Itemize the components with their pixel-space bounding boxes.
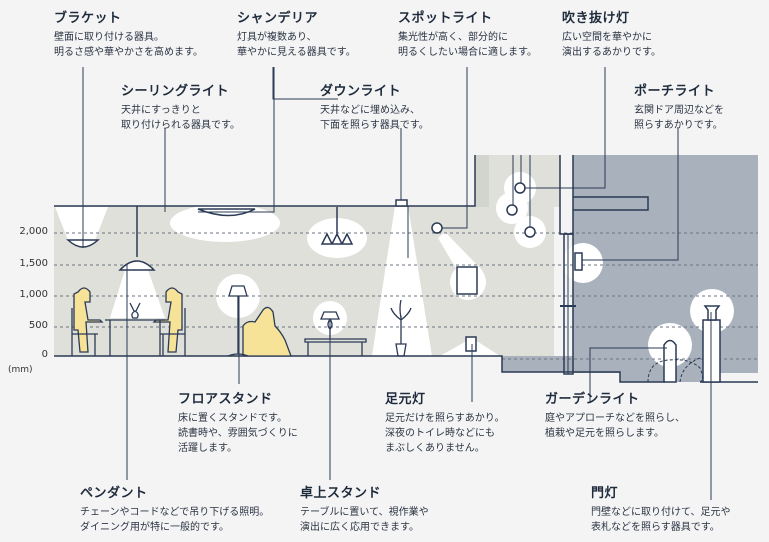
axis-unit: (mm) — [8, 365, 33, 375]
label-spotlight: スポットライト 集光性が高く、部分的に 明るくしたい場合に適します。 — [398, 11, 537, 60]
label-downlight: ダウンライト 天井などに埋め込み、 下面を照らす器具です。 — [320, 84, 429, 133]
label-ceiling: シーリングライト 天井にすっきりと 取り付けられる器具です。 — [121, 84, 240, 133]
atrium-pendant-2 — [506, 204, 518, 216]
porch-light-fixture — [574, 252, 583, 271]
label-atrium: 吹き抜け灯 広い空間を華やかに 演出するあかりです。 — [562, 11, 661, 60]
wall-outline — [559, 155, 574, 235]
person-right — [152, 287, 183, 353]
floor-stand-lamp — [227, 285, 249, 357]
dining-table — [105, 319, 165, 356]
potted-plant — [390, 299, 412, 357]
chair-left — [71, 308, 98, 356]
label-table-stand: 卓上スタンド テーブルに置いて、視作業や 演出に広く応用できます。 — [300, 486, 429, 535]
picture-frame — [456, 266, 478, 295]
label-desc: 壁面に取り付ける器具。 明るさ感や華やかさを高めます。 — [54, 32, 203, 58]
label-title: ガーデンライト — [545, 392, 640, 407]
ceiling-line — [54, 155, 476, 207]
atrium-pendant-3 — [524, 226, 536, 238]
label-desc: 足元だけを照らすあかり。 深夜のトイレ時などにも まぶしくありません。 — [385, 413, 505, 454]
label-title: 卓上スタンド — [300, 486, 382, 501]
label-title: フロアスタンド — [178, 392, 273, 407]
bracket-light-cone — [55, 207, 108, 240]
label-title: 門灯 — [591, 486, 619, 501]
label-title: シャンデリア — [237, 11, 319, 26]
label-title: ポーチライト — [634, 84, 716, 99]
label-floor-stand: フロアスタンド 床に置くスタンドです。 読書時や、雰囲気づくりに 活躍します。 — [178, 392, 298, 456]
label-desc: チェーンやコードなどで吊り下げる照明。 ダイニング用が特に一般的です。 — [80, 507, 270, 533]
atrium-pendant-1 — [514, 182, 526, 194]
footlight-fixture — [465, 336, 477, 352]
interior-upper-shade — [475, 155, 489, 207]
flower-vase — [129, 302, 141, 319]
label-bracket: ブラケット 壁面に取り付ける器具。 明るさ感や華やかさを高めます。 — [54, 11, 203, 60]
axis-tick-1000: 1,000 — [19, 289, 48, 300]
label-desc: 庭やアプローチなどを照らし、 植栽や足元を照らします。 — [545, 413, 685, 439]
label-desc: 床に置くスタンドです。 読書時や、雰囲気づくりに 活躍します。 — [178, 413, 298, 454]
spotlight-fixture — [431, 222, 443, 234]
label-porch: ポーチライト 玄関ドア周辺などを 照らすあかりです。 — [634, 84, 724, 133]
label-title: ペンダント — [80, 486, 148, 501]
label-desc: 門壁などに取り付けて、足元や 表札などを照らす器具です。 — [591, 507, 731, 533]
label-desc: 灯具が複数あり、 華やかに見える器具です。 — [237, 32, 356, 58]
chair-right — [160, 308, 186, 356]
side-table — [304, 338, 367, 356]
axis-tick-1500: 1,500 — [19, 258, 48, 269]
garden-shrubs — [647, 357, 703, 383]
label-title: シーリングライト — [121, 84, 230, 99]
label-desc: 天井にすっきりと 取り付けられる器具です。 — [121, 105, 240, 131]
downlight-cone — [372, 206, 432, 356]
axis-tick-0: 0 — [41, 349, 48, 360]
pendant-fixture — [118, 260, 156, 271]
wall-beam — [573, 196, 649, 211]
label-title: 足元灯 — [385, 392, 426, 407]
label-desc: 天井などに埋め込み、 下面を照らす器具です。 — [320, 105, 429, 131]
label-desc: 玄関ドア周辺などを 照らすあかりです。 — [634, 105, 724, 131]
label-garden: ガーデンライト 庭やアプローチなどを照らし、 植栽や足元を照らします。 — [545, 392, 685, 441]
garden-light-fixture — [663, 339, 677, 383]
label-pendant: ペンダント チェーンやコードなどで吊り下げる照明。 ダイニング用が特に一般的です… — [80, 486, 269, 535]
label-desc: 広い空間を華やかに 演出するあかりです。 — [562, 32, 661, 58]
axis-tick-2000: 2,000 — [19, 226, 48, 237]
label-gate: 門灯 門壁などに取り付けて、足元や 表札などを照らす器具です。 — [591, 486, 731, 535]
height-gridlines — [54, 232, 758, 360]
person-reading — [242, 306, 292, 357]
porch-glow — [563, 243, 603, 283]
gate-light-fixture — [703, 305, 721, 321]
exterior-step-1 — [502, 356, 642, 372]
label-title: 吹き抜け灯 — [562, 11, 630, 26]
label-desc: テーブルに置いて、視作業や 演出に広く応用できます。 — [300, 507, 429, 533]
label-desc: 集光性が高く、部分的に 明るくしたい場合に適します。 — [398, 32, 537, 58]
label-title: スポットライト — [398, 11, 493, 26]
downlight-fixture — [395, 199, 408, 207]
axis-tick-500: 500 — [28, 320, 48, 331]
label-title: ブラケット — [54, 11, 122, 26]
label-chandelier: シャンデリア 灯具が複数あり、 華やかに見える器具です。 — [237, 11, 356, 60]
pendant-light-cone — [110, 270, 165, 318]
person-left — [73, 287, 104, 353]
label-title: ダウンライト — [320, 84, 402, 99]
chandelier-fixture — [320, 232, 354, 245]
label-footlight: 足元灯 足元だけを照らすあかり。 深夜のトイレ時などにも まぶしくありません。 — [385, 392, 505, 456]
leader-lines — [82, 67, 712, 500]
